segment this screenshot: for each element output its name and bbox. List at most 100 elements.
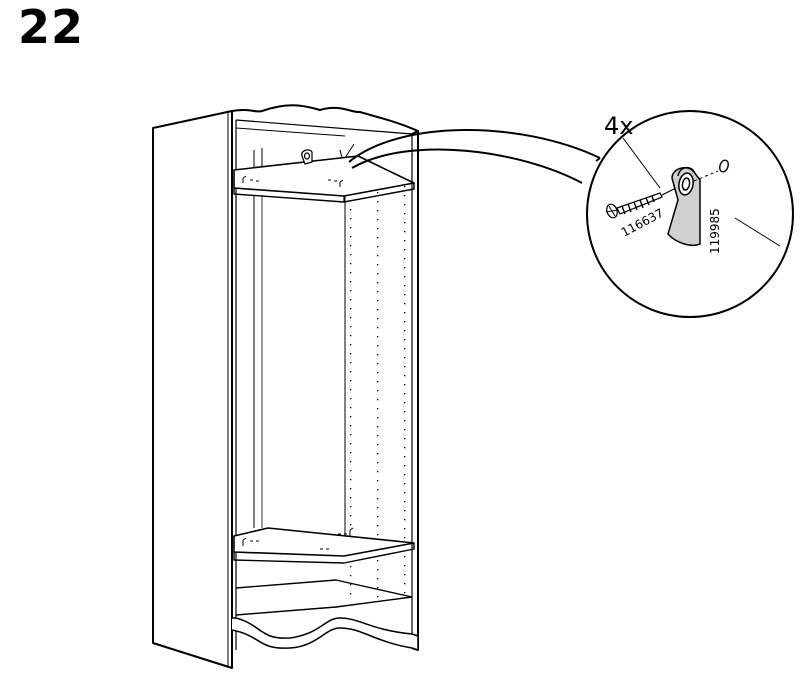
- shelf-pin-hole: [377, 192, 378, 193]
- shelf-pin-hole: [350, 263, 351, 264]
- shelf-pin-hole: [404, 204, 405, 205]
- shelf-pin-hole: [377, 596, 378, 597]
- shelf-pin-hole: [377, 372, 378, 373]
- shelf-pin-hole: [350, 488, 351, 489]
- shelf-pin-hole: [404, 510, 405, 511]
- shelf-pin-hole: [350, 584, 351, 585]
- shelf-pin-hole: [350, 566, 351, 567]
- shelf-pin-hole: [350, 362, 351, 363]
- shelf-pin-hole: [377, 516, 378, 517]
- shelf-pin-hole: [404, 249, 405, 250]
- shelf-pin-hole: [404, 276, 405, 277]
- shelf-pin-hole: [350, 524, 351, 525]
- shelf-pin-hole: [377, 318, 378, 319]
- shelf-pin-hole: [377, 489, 378, 490]
- shelf-pin-hole: [377, 219, 378, 220]
- shelf-pin-hole: [377, 507, 378, 508]
- shelf-pin-hole: [404, 195, 405, 196]
- shelf-pin-hole: [350, 254, 351, 255]
- wardrobe-lower-shelf: [234, 528, 414, 556]
- shelf-pin-hole: [404, 375, 405, 376]
- bracket-part-number: 119985: [708, 208, 722, 254]
- shelf-pin-hole: [377, 480, 378, 481]
- shelf-pin-hole: [404, 429, 405, 430]
- quantity-label: 4x: [604, 112, 633, 140]
- wardrobe-upper-shelf: [234, 156, 414, 196]
- shelf-pin-hole: [404, 528, 405, 529]
- shelf-pin-hole: [350, 461, 351, 462]
- shelf-pin-hole: [404, 456, 405, 457]
- shelf-pin-hole: [377, 345, 378, 346]
- shelf-pin-hole: [404, 258, 405, 259]
- shelf-pin-hole: [377, 426, 378, 427]
- shelf-pin-hole: [404, 303, 405, 304]
- shelf-pin-hole: [350, 389, 351, 390]
- shelf-pin-hole: [404, 231, 405, 232]
- shelf-pin-hole: [377, 444, 378, 445]
- wardrobe-left-side-panel: [153, 111, 232, 668]
- shelf-pin-hole: [350, 335, 351, 336]
- shelf-pin-hole: [377, 228, 378, 229]
- shelf-pin-hole: [404, 574, 405, 575]
- shelf-pin-hole: [377, 264, 378, 265]
- shelf-pin-hole: [377, 300, 378, 301]
- wardrobe-base-plinth: [232, 618, 418, 650]
- shelf-pin-hole: [350, 497, 351, 498]
- shelf-pin-hole: [377, 273, 378, 274]
- shelf-pin-hole: [404, 321, 405, 322]
- shelf-pin-hole: [377, 560, 378, 561]
- shelf-pin-hole: [350, 434, 351, 435]
- shelf-pin-hole: [350, 479, 351, 480]
- shelf-pin-hole: [404, 583, 405, 584]
- shelf-pin-hole: [404, 393, 405, 394]
- shelf-pin-hole: [350, 236, 351, 237]
- shelf-pin-hole: [404, 465, 405, 466]
- wardrobe-bottom-shelf: [236, 580, 412, 615]
- shelf-pin-hole: [404, 420, 405, 421]
- shelf-pin-hole: [404, 312, 405, 313]
- shelf-pin-hole: [404, 384, 405, 385]
- shelf-pin-hole: [377, 210, 378, 211]
- shelf-pin-hole: [377, 282, 378, 283]
- shelf-pin-holes: [350, 186, 405, 597]
- shelf-pin-hole: [377, 525, 378, 526]
- shelf-pin-hole: [377, 255, 378, 256]
- shelf-pin-hole: [404, 357, 405, 358]
- shelf-pin-hole: [377, 327, 378, 328]
- shelf-pin-hole: [350, 593, 351, 594]
- shelf-pin-hole: [350, 272, 351, 273]
- shelf-pin-hole: [377, 291, 378, 292]
- shelf-pin-hole: [377, 462, 378, 463]
- shelf-pin-hole: [350, 209, 351, 210]
- shelf-pin-hole: [350, 575, 351, 576]
- shelf-pin-hole: [350, 326, 351, 327]
- shelf-pin-hole: [377, 309, 378, 310]
- shelf-pin-hole: [350, 200, 351, 201]
- shelf-pin-hole: [404, 339, 405, 340]
- shelf-pin-hole: [377, 390, 378, 391]
- shelf-pin-hole: [404, 213, 405, 214]
- shelf-bracket-marks: [243, 176, 353, 549]
- shelf-pin-hole: [377, 336, 378, 337]
- shelf-pin-hole: [350, 290, 351, 291]
- shelf-pin-hole: [377, 587, 378, 588]
- shelf-pin-hole: [404, 222, 405, 223]
- shelf-pin-hole: [350, 353, 351, 354]
- shelf-pin-hole: [350, 515, 351, 516]
- shelf-pin-hole: [404, 240, 405, 241]
- shelf-pin-hole: [377, 471, 378, 472]
- shelf-pin-hole: [350, 380, 351, 381]
- shelf-pin-hole: [350, 245, 351, 246]
- shelf-pin-hole: [350, 218, 351, 219]
- shelf-pin-hole: [350, 425, 351, 426]
- shelf-pin-hole: [404, 556, 405, 557]
- shelf-pin-hole: [377, 498, 378, 499]
- shelf-pin-hole: [404, 267, 405, 268]
- shelf-pin-hole: [350, 281, 351, 282]
- shelf-pin-hole: [377, 534, 378, 535]
- shelf-pin-hole: [404, 294, 405, 295]
- shelf-pin-hole: [350, 398, 351, 399]
- shelf-pin-hole: [404, 501, 405, 502]
- shelf-pin-hole: [377, 417, 378, 418]
